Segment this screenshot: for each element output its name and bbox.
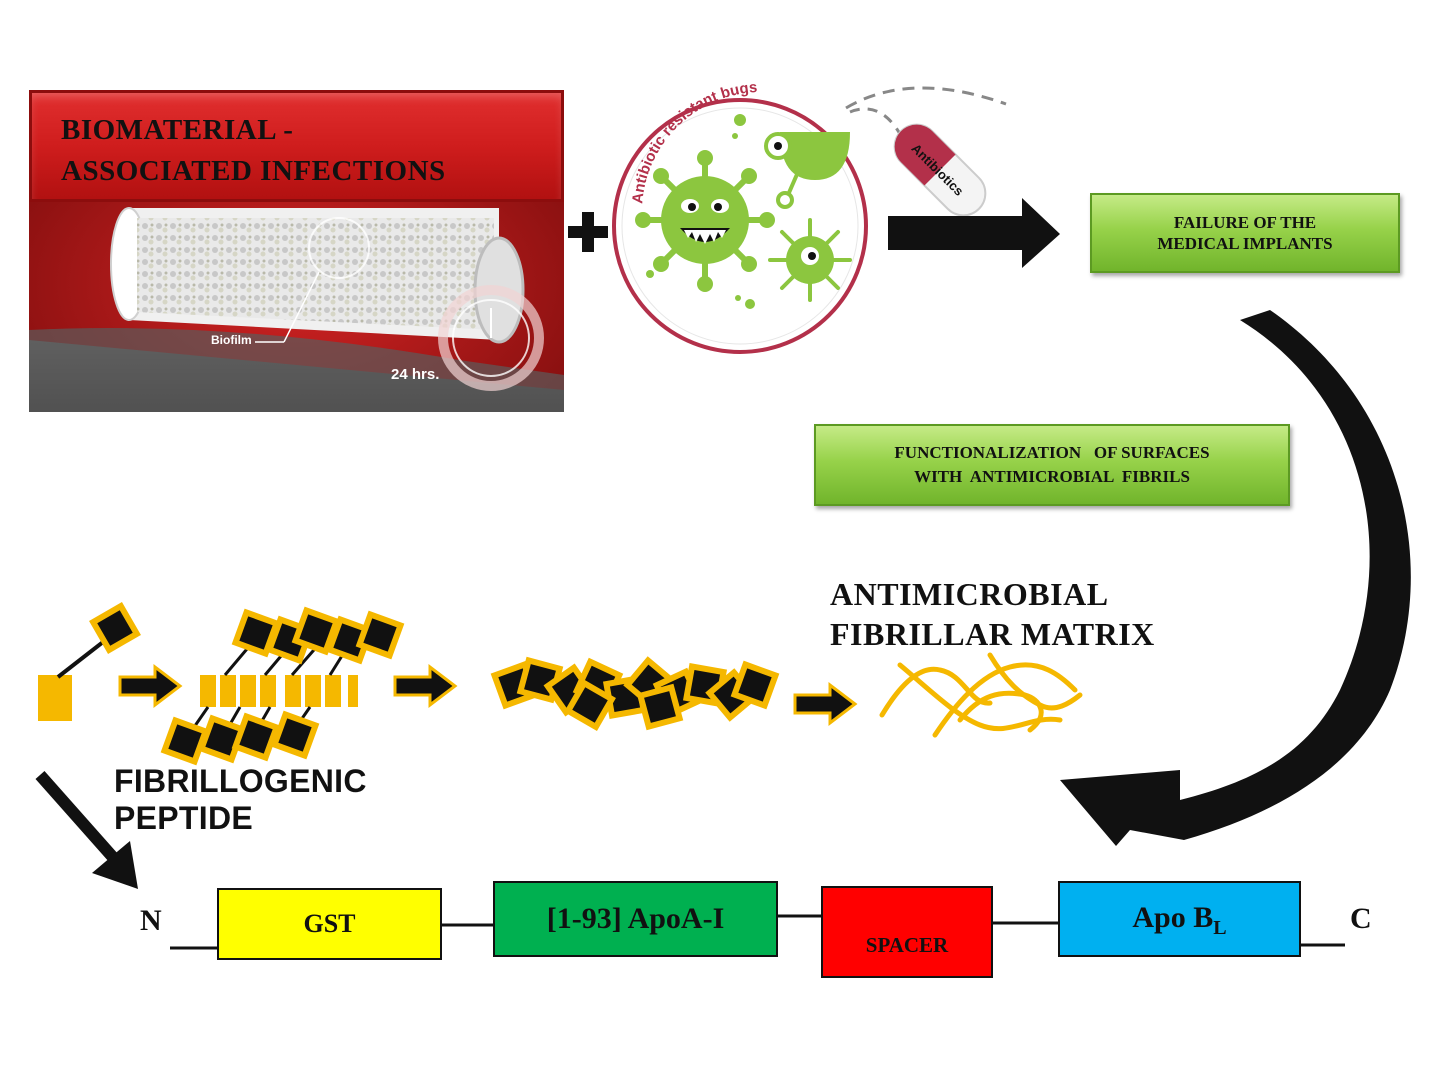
construct-connectors: [170, 914, 1345, 950]
process-arrow-icon: [393, 663, 458, 709]
biomaterial-title: BIOMATERIAL - ASSOCIATED INFECTIONS: [61, 110, 446, 192]
c-terminus-label: C: [1350, 902, 1372, 935]
failure-box: FAILURE OF THE MEDICAL IMPLANTS: [1090, 193, 1400, 273]
functionalization-box: FUNCTIONALIZATION OF SURFACES WITH ANTIM…: [814, 424, 1290, 506]
matrix-label: ANTIMICROBIAL FIBRILLAR MATRIX: [830, 574, 1155, 654]
time-label: 24 hrs.: [391, 366, 440, 383]
process-arrow-icon: [793, 681, 858, 727]
plus-icon: [568, 212, 608, 252]
resistant-bugs-illustration: Antibiotic resistant bugs: [612, 79, 1007, 354]
curved-arrow-icon: [1060, 310, 1411, 846]
small-particle-icon: [646, 114, 755, 309]
small-virus-icon: [768, 218, 852, 302]
arrow-right-icon: [888, 198, 1060, 268]
peptide-label: FIBRILLOGENIC PEPTIDE: [114, 763, 367, 837]
spacer-domain: SPACER: [821, 886, 993, 978]
peptide-monomer-icon: [38, 606, 137, 721]
matrix-line2: FIBRILLAR MATRIX: [830, 616, 1155, 652]
biomaterial-header-banner: [29, 90, 564, 202]
functionalization-line2: WITH ANTIMICROBIAL FIBRILS: [914, 467, 1190, 486]
process-arrow-icon: [118, 663, 183, 709]
apob-domain: Apo BL: [1058, 881, 1301, 957]
apob-subscript: L: [1213, 917, 1227, 939]
gst-label: GST: [303, 909, 356, 938]
spacer-label: SPACER: [865, 933, 949, 957]
biomaterial-infection-panel: BIOMATERIAL - ASSOCIATED INFECTIONS Biof…: [29, 90, 564, 412]
matrix-line1: ANTIMICROBIAL: [830, 576, 1109, 612]
biofilm-label: Biofilm: [211, 333, 252, 347]
apob-label: Apo BL: [1132, 901, 1226, 940]
peptide-oligomer-icon: [164, 610, 400, 761]
failure-line1: FAILURE OF THE: [1173, 213, 1317, 232]
fibrillar-matrix-icon: [879, 652, 1083, 738]
gst-domain: GST: [217, 888, 442, 960]
bacteria-icon: [764, 132, 850, 209]
fibril-assembly-scheme: [38, 595, 1083, 770]
failure-line2: MEDICAL IMPLANTS: [1157, 234, 1333, 253]
apoa-label: [1-93] ApoA-I: [546, 902, 725, 935]
peptide-line2: PEPTIDE: [114, 800, 254, 836]
peptide-aggregate-icon: [494, 660, 775, 726]
biomaterial-title-line1: BIOMATERIAL -: [61, 114, 294, 146]
biomaterial-title-line2: ASSOCIATED INFECTIONS: [61, 155, 446, 187]
virus-icon: [635, 150, 775, 292]
apob-text: Apo B: [1132, 901, 1214, 934]
arrow-diagonal-icon: [35, 771, 138, 889]
functionalization-line1: FUNCTIONALIZATION OF SURFACES: [894, 443, 1210, 462]
apoa-domain: [1-93] ApoA-I: [493, 881, 778, 957]
peptide-line1: FIBRILLOGENIC: [114, 763, 367, 799]
n-terminus-label: N: [140, 904, 162, 937]
